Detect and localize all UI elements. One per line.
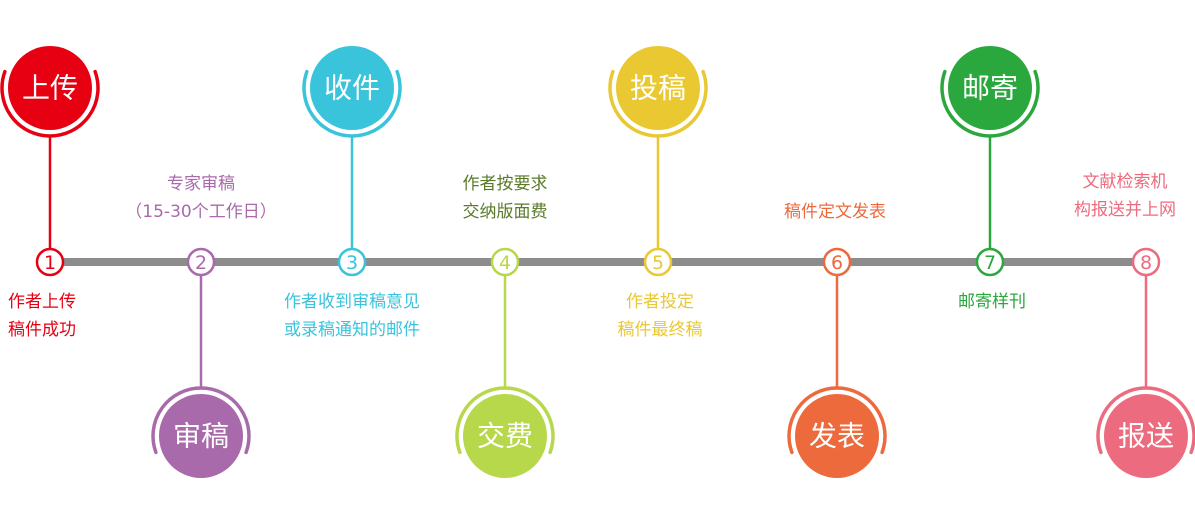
step-desc-5-line-2: 稿件最终稿 <box>618 320 703 340</box>
step-desc-2-line-1: 专家审稿 <box>167 174 235 194</box>
step-label-6: 发表 <box>809 420 865 453</box>
step-desc-7-line-1: 邮寄样刊 <box>958 292 1026 312</box>
step-bubble-1 <box>8 46 92 130</box>
step-label-8: 报送 <box>1118 420 1174 453</box>
step-number-4: 4 <box>499 252 511 274</box>
bubble-ring-8 <box>1096 386 1195 455</box>
step-label-5: 投稿 <box>630 72 686 105</box>
step-node-3 <box>337 247 367 277</box>
step-desc-6-line-1: 稿件定文发表 <box>784 202 886 222</box>
step-desc-3-line-1: 作者收到审稿意见 <box>284 292 420 312</box>
step-node-4 <box>490 247 520 277</box>
step-number-5: 5 <box>652 252 664 274</box>
step-bubble-4 <box>463 394 547 478</box>
bubble-ring-3 <box>302 69 402 138</box>
bubble-ring-1 <box>0 69 100 138</box>
step-desc-4-line-2: 交纳版面费 <box>463 202 548 222</box>
bubble-ring-2 <box>151 386 251 455</box>
step-node-5 <box>643 247 673 277</box>
step-bubble-8 <box>1104 394 1188 478</box>
bubble-ring-4 <box>455 386 555 455</box>
step-node-2 <box>186 247 216 277</box>
step-number-6: 6 <box>831 252 843 274</box>
step-node-8 <box>1131 247 1161 277</box>
step-desc-8-line-2: 构报送并上网 <box>1074 200 1176 220</box>
step-number-7: 7 <box>984 252 996 274</box>
step-desc-8-line-1: 文献检索机 <box>1083 172 1168 192</box>
step-bubble-6 <box>795 394 879 478</box>
step-label-3: 收件 <box>324 72 380 105</box>
step-number-2: 2 <box>195 252 207 274</box>
step-desc-5-line-1: 作者投定 <box>626 292 694 312</box>
step-label-4: 交费 <box>477 420 533 453</box>
step-number-3: 3 <box>346 252 358 274</box>
step-number-1: 1 <box>44 252 56 274</box>
step-desc-3-line-2: 或录稿通知的邮件 <box>284 320 420 340</box>
step-bubble-2 <box>159 394 243 478</box>
step-node-7 <box>975 247 1005 277</box>
step-label-2: 审稿 <box>173 420 229 453</box>
bubble-ring-5 <box>608 69 708 138</box>
step-node-6 <box>822 247 852 277</box>
step-desc-4-line-1: 作者按要求 <box>463 174 548 194</box>
step-desc-1-line-2: 稿件成功 <box>8 320 76 340</box>
step-label-7: 邮寄 <box>962 72 1018 105</box>
bubble-ring-6 <box>787 386 887 455</box>
step-label-1: 上传 <box>22 72 78 105</box>
bubble-ring-7 <box>940 69 1040 138</box>
step-bubble-3 <box>310 46 394 130</box>
step-bubble-7 <box>948 46 1032 130</box>
step-bubble-5 <box>616 46 700 130</box>
step-desc-1-line-1: 作者上传 <box>8 292 76 312</box>
step-node-1 <box>35 247 65 277</box>
step-number-8: 8 <box>1140 252 1152 274</box>
step-desc-2-line-2: （15-30个工作日） <box>125 202 276 222</box>
